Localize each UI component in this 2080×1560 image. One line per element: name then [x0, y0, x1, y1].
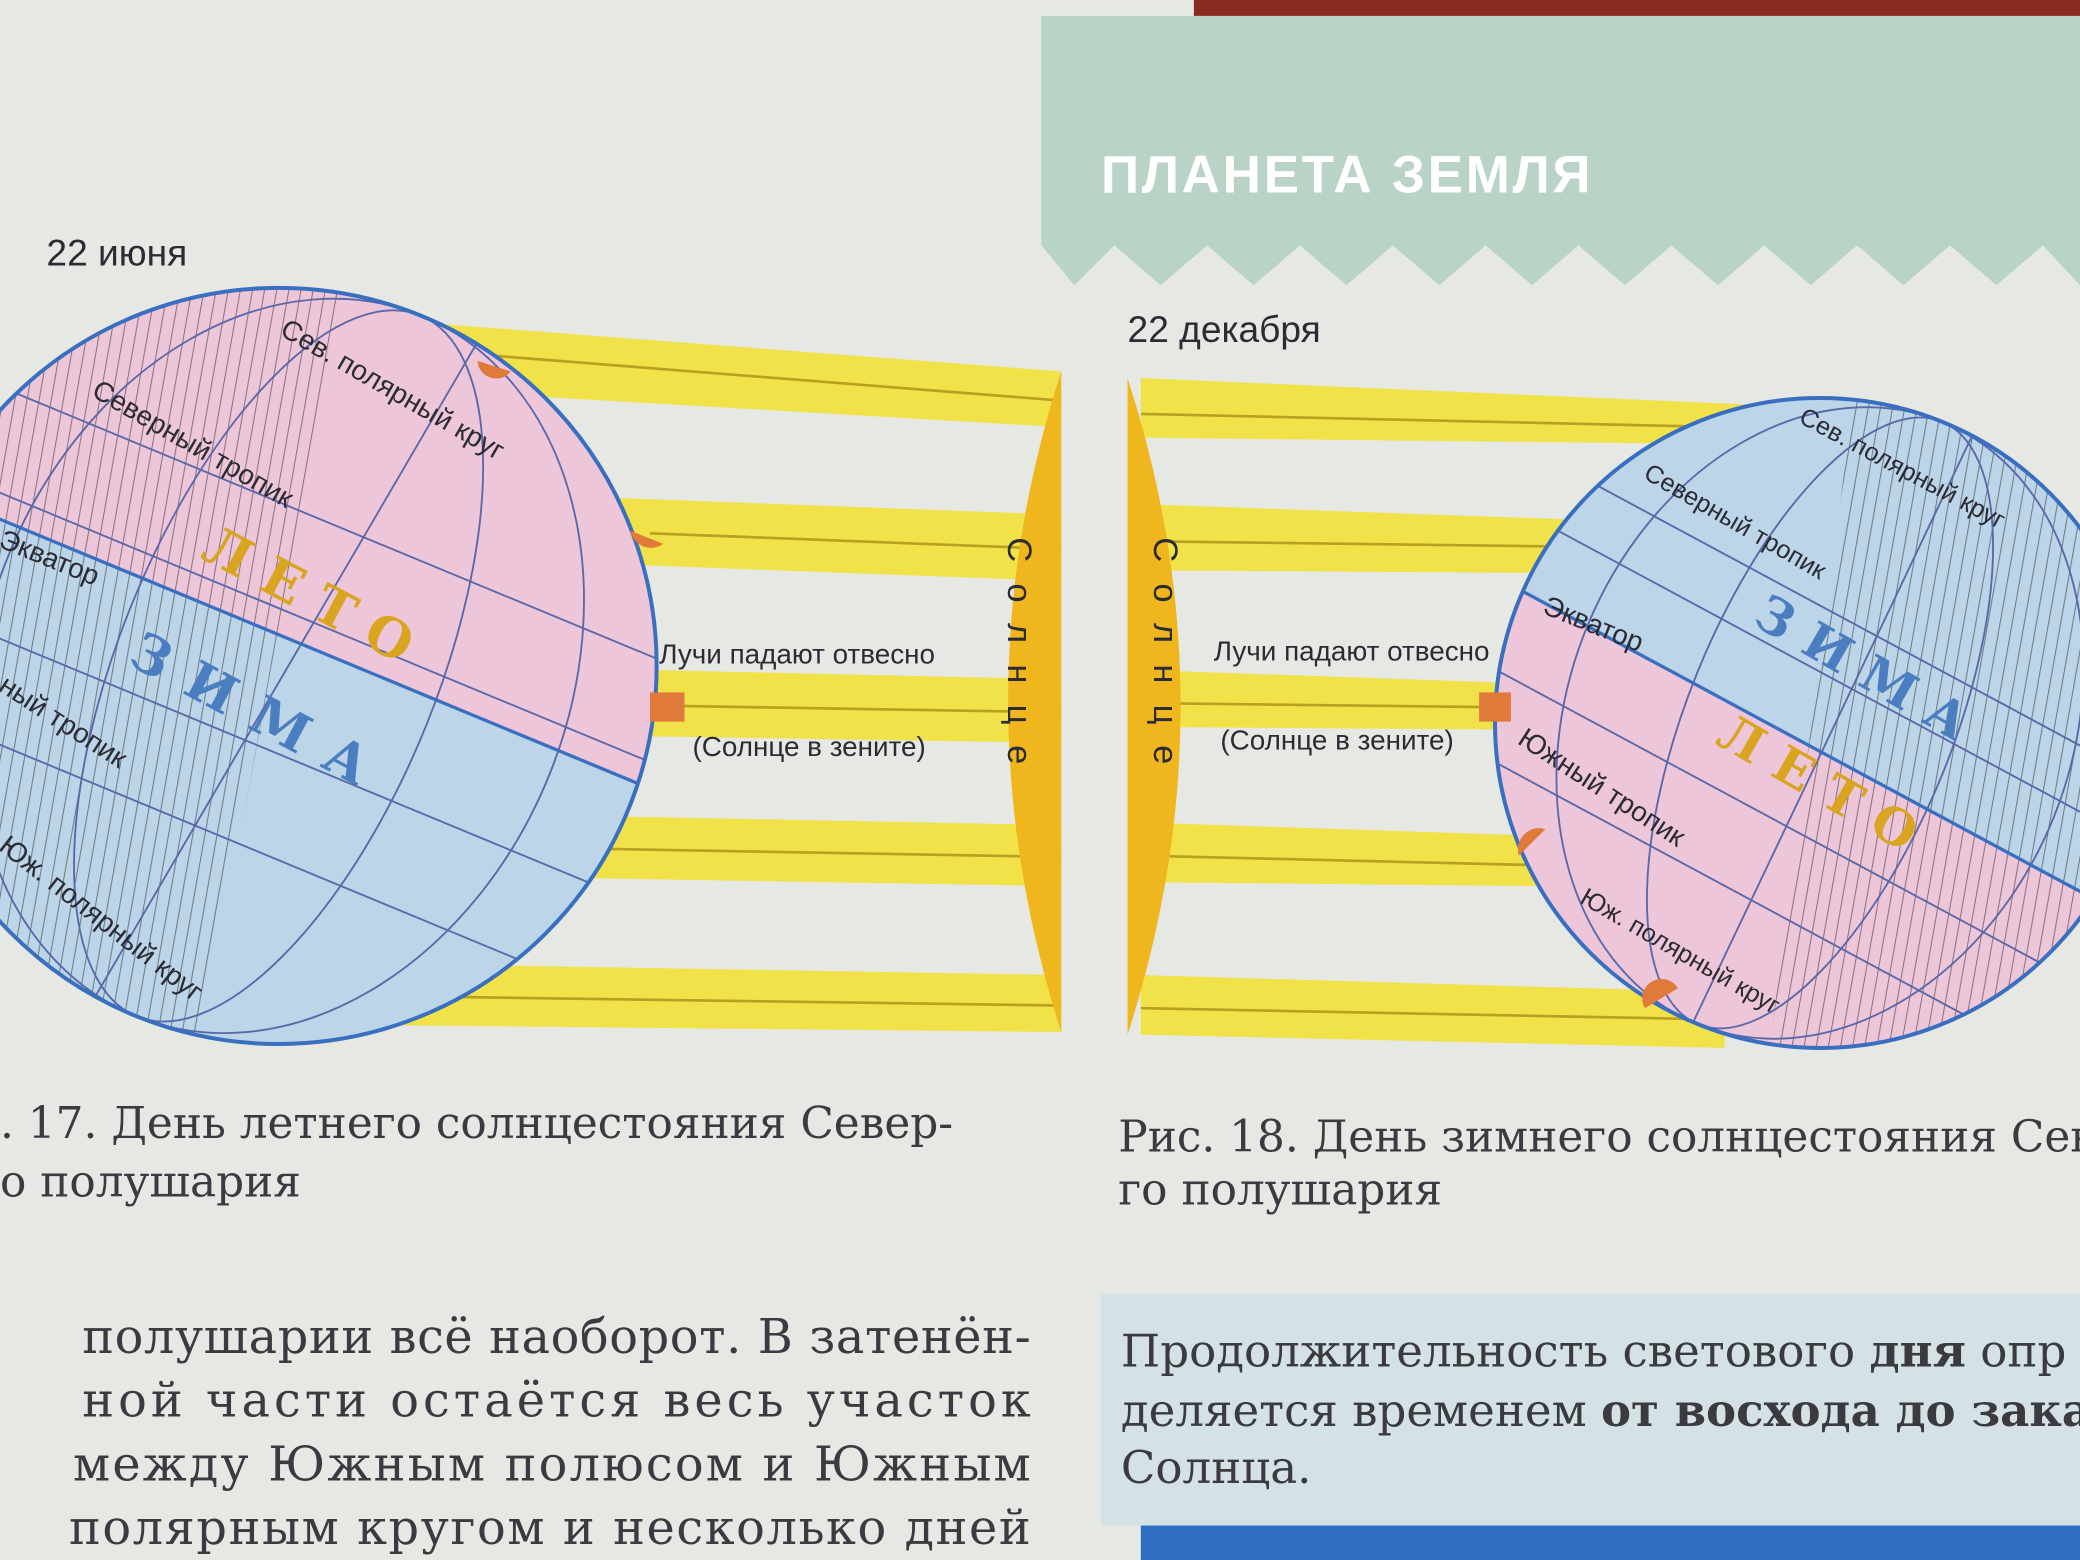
definition-text: деляется временем: [1121, 1384, 1601, 1437]
body-line: полушарии всё наоборот. В затенён-: [82, 1310, 1030, 1365]
definition-text: опр: [1966, 1324, 2066, 1377]
fig17-caption-line2: о полушария: [0, 1157, 301, 1208]
fig17-sun-lens: [1008, 371, 1062, 1033]
fig17-sun-label: Солнце: [1000, 537, 1038, 785]
body-line: полярным кругом и несколько дней: [69, 1501, 1031, 1556]
svg-text:деляется временем от восхода д: деляется временем от восхода до закат: [1121, 1384, 2080, 1437]
definition-text: Солнца.: [1121, 1441, 1312, 1494]
fig17-rays-label: Лучи падают отвесно: [659, 638, 935, 669]
definition-bold: от восхода до закат: [1601, 1384, 2080, 1437]
fig18-caption-line1: Рис. 18. День зимнего солнцестояния Севе…: [1118, 1111, 2080, 1162]
fig18-caption-line2: го полушария: [1118, 1164, 1442, 1215]
fig17-zenith-label: (Солнце в зените): [692, 731, 925, 762]
svg-text:Продолжительность светового дн: Продолжительность светового дня опр: [1121, 1324, 2066, 1377]
fig18-sun-label: Солнце: [1146, 537, 1184, 785]
definition-bold: дня: [1870, 1324, 1966, 1377]
fig18-zenith-marker: [1479, 692, 1511, 722]
fig17-date: 22 июня: [46, 231, 187, 273]
fig18-date: 22 декабря: [1128, 308, 1321, 350]
background-fabric: [1193, 0, 2080, 19]
section-header-band: ПЛАНЕТА ЗЕМЛЯ: [1041, 15, 2080, 286]
fig18-sun-lens: [1127, 378, 1181, 1035]
fig18-sun-rays: [1140, 378, 1752, 1048]
fig18-globe: [1495, 397, 2080, 1048]
fig17-zenith-marker: [650, 692, 685, 722]
definition-text: Продолжительность светового: [1121, 1324, 1870, 1377]
body-line: ной части остаётся весь участок: [82, 1374, 1031, 1429]
fig17-caption-line1: . 17. День летнего солнцестояния Север-: [0, 1098, 953, 1149]
fig18-ray-lines: [1140, 412, 1725, 1021]
body-line: между Южным полюсом и Южным: [73, 1437, 1031, 1492]
figure-18-winter-solstice: 22 декабря: [1127, 308, 2080, 1050]
figure-17-summer-solstice: 22 июня: [0, 231, 1062, 1046]
fig18-rays-label: Лучи падают отвесно: [1214, 636, 1490, 667]
definition-box: Продолжительность светового дня опр деля…: [1101, 1293, 2080, 1560]
body-paragraph: полушарии всё наоборот. В затенён- ной ч…: [69, 1310, 1031, 1556]
fig18-zenith-label: (Солнце в зените): [1220, 724, 1453, 755]
section-title: ПЛАНЕТА ЗЕМЛЯ: [1101, 145, 1593, 204]
